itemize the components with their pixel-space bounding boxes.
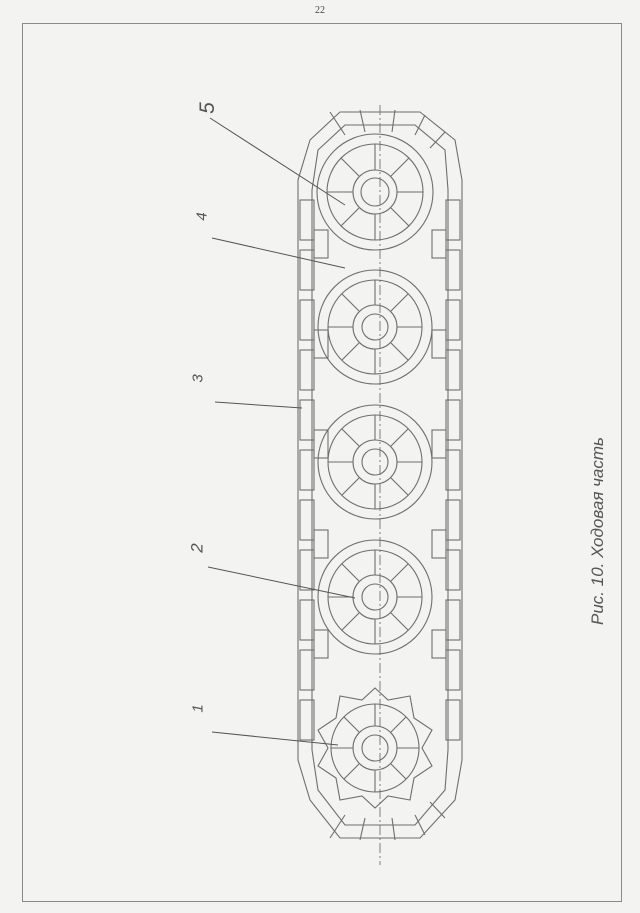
callout-1: 1	[189, 704, 207, 713]
idler-wheel	[316, 133, 434, 251]
leader-3	[214, 401, 303, 409]
road-wheel-3	[317, 539, 433, 655]
leader-2	[207, 566, 356, 599]
leader-lines	[207, 117, 356, 746]
leader-4	[211, 237, 346, 269]
callout-2: 2	[187, 543, 207, 553]
track-outer	[297, 111, 463, 839]
page-number: 22	[315, 5, 325, 16]
track-links-left	[299, 199, 329, 741]
track-inner	[311, 124, 449, 826]
track-top-segments	[329, 109, 446, 841]
leader-1	[211, 731, 339, 746]
callout-5: 5	[195, 102, 219, 114]
callout-3: 3	[189, 374, 207, 383]
leader-5	[209, 117, 346, 206]
callout-4: 4	[193, 212, 211, 221]
page-frame	[22, 23, 622, 902]
track-links-right	[431, 199, 461, 741]
road-wheel-1	[317, 269, 433, 385]
road-wheel-2	[317, 404, 433, 520]
figure-caption: Рис. 10. Ходовая часть	[588, 437, 607, 625]
drive-sprocket	[317, 687, 433, 809]
